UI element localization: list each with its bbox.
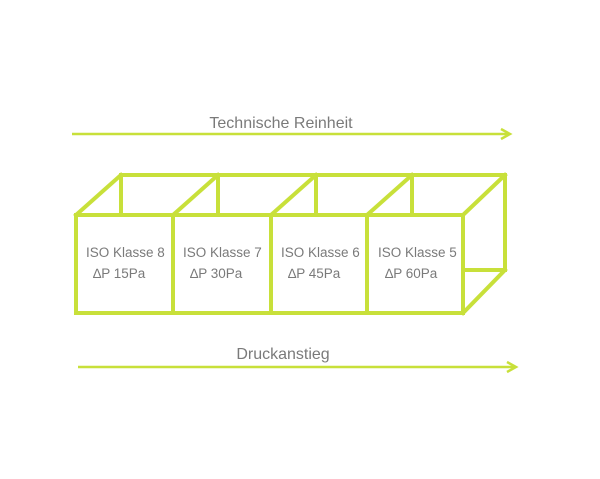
box-1-pressure-label: ∆P 30Pa [190, 266, 243, 281]
right-bottom-depth [460, 267, 508, 316]
box-2-labels: ISO Klasse 6 ∆P 45Pa [281, 245, 360, 281]
box-3-class-label: ISO Klasse 5 [378, 245, 457, 260]
box-3-labels: ISO Klasse 5 ∆P 60Pa [378, 245, 457, 281]
box-1-labels: ISO Klasse 7 ∆P 30Pa [183, 245, 262, 281]
box-2-pressure-label: ∆P 45Pa [288, 266, 341, 281]
depth-edge-3 [364, 172, 415, 218]
box-1-class-label: ISO Klasse 7 [183, 245, 262, 260]
box-0-pressure-label: ∆P 15Pa [93, 266, 146, 281]
bottom-arrow-label: Druckanstieg [236, 346, 329, 363]
box-2-class-label: ISO Klasse 6 [281, 245, 360, 260]
box-0-labels: ISO Klasse 8 ∆P 15Pa [86, 245, 165, 281]
bottom-arrow-head [506, 360, 519, 374]
bottom-arrow [78, 360, 519, 374]
depth-edge-0 [73, 172, 124, 218]
top-arrow-head [500, 127, 513, 141]
box-0-class-label: ISO Klasse 8 [86, 245, 165, 260]
top-arrow-label: Technische Reinheit [209, 115, 353, 132]
depth-edge-1 [170, 172, 221, 218]
depth-edge-4 [460, 172, 508, 218]
top-arrow [72, 127, 513, 141]
depth-edge-2 [268, 172, 319, 218]
box-3-pressure-label: ∆P 60Pa [385, 266, 438, 281]
box-row [73, 172, 508, 316]
